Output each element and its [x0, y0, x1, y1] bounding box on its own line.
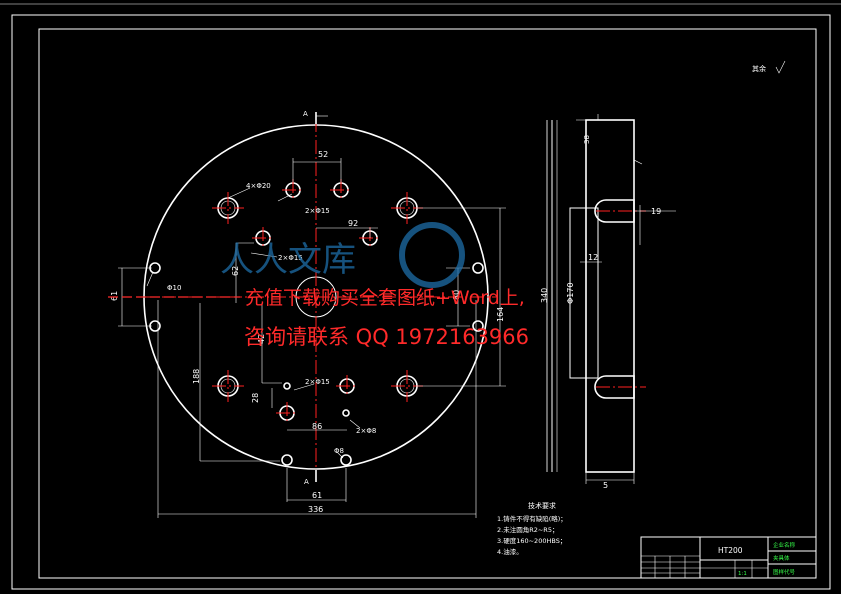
inner-frame	[38, 28, 817, 579]
label-4phi20: 4×Φ20	[246, 182, 271, 190]
label-2phi15-top: 2×Φ15	[305, 207, 330, 215]
dim-28: 28	[251, 393, 260, 403]
dim-340: 340	[540, 288, 549, 303]
technical-requirements: 技术要求 1.铸件不得有缺陷(略)； 2.未注圆角R2~R5； 3.硬度160~…	[497, 501, 567, 556]
roughness-symbol-icon	[775, 60, 786, 74]
tech-req-title: 技术要求	[528, 501, 556, 510]
side-dimension-lines	[546, 114, 676, 484]
watermark-line2: 咨询请联系 QQ 1972163966	[244, 325, 529, 349]
watermark-logo-text: 人人文库	[220, 240, 356, 280]
watermark-line1: 充值下载购买全套图纸+Word上,	[245, 287, 525, 309]
dim-62: 62	[231, 266, 240, 276]
section-label-bottom: A	[304, 478, 309, 486]
tech-req-3: 3.硬度160~200HBS；	[497, 536, 566, 545]
tech-req-2: 2.未注圆角R2~R5；	[497, 525, 558, 534]
title-company: 企业名称	[773, 541, 796, 549]
title-part-name: 夹具体	[773, 554, 790, 562]
label-2phi8: 2×Φ8	[356, 427, 376, 435]
dim-12: 12	[588, 253, 598, 262]
outer-frame	[11, 14, 831, 590]
dim-42: 42	[257, 334, 266, 344]
dim-38: 38	[583, 135, 591, 144]
dim-336: 336	[308, 505, 323, 514]
dim-188: 188	[192, 369, 201, 384]
section-body	[585, 119, 635, 473]
label-phi10: Φ10	[167, 284, 181, 292]
dim-52: 52	[318, 150, 328, 159]
tech-req-4: 4.油漆。	[497, 547, 523, 556]
tech-req-1: 1.铸件不得有缺陷(略)；	[497, 514, 567, 523]
dim-19: 19	[651, 207, 661, 216]
dim-61-horizontal: 61	[312, 491, 322, 500]
label-2phi15-left: 2×Φ15	[278, 254, 303, 262]
dim-164: 164	[496, 307, 505, 322]
front-view: A A	[110, 110, 506, 518]
label-phi8-small: Φ8	[334, 447, 344, 455]
watermark: 人人文库 充值下载购买全套图纸+Word上, 咨询请联系 QQ 19721639…	[108, 222, 529, 349]
roughness-note: 其余	[752, 64, 766, 73]
dim-5: 5	[603, 481, 608, 490]
dim-61-vertical: 61	[110, 291, 119, 301]
title-drawing-no: 图样代号	[773, 568, 796, 576]
title-material: HT200	[718, 546, 743, 555]
title-block: HT200 企业名称 夹具体 图样代号 1:1	[640, 536, 817, 579]
slot-top	[594, 199, 635, 223]
title-scale: 1:1	[738, 571, 747, 577]
holes-small	[149, 262, 484, 466]
side-section-view: 19 12 340 Φ170 5 38	[540, 114, 676, 490]
watermark-logo-icon	[399, 222, 465, 288]
dim-80: 80	[452, 290, 461, 300]
dim-86: 86	[312, 422, 322, 431]
label-2phi15-bottom: 2×Φ15	[305, 378, 330, 386]
dim-phi170: Φ170	[566, 282, 575, 304]
front-dimension-lines	[118, 158, 506, 518]
section-label-top: A	[303, 110, 308, 118]
dim-92: 92	[348, 219, 358, 228]
slot-bottom	[594, 375, 635, 399]
